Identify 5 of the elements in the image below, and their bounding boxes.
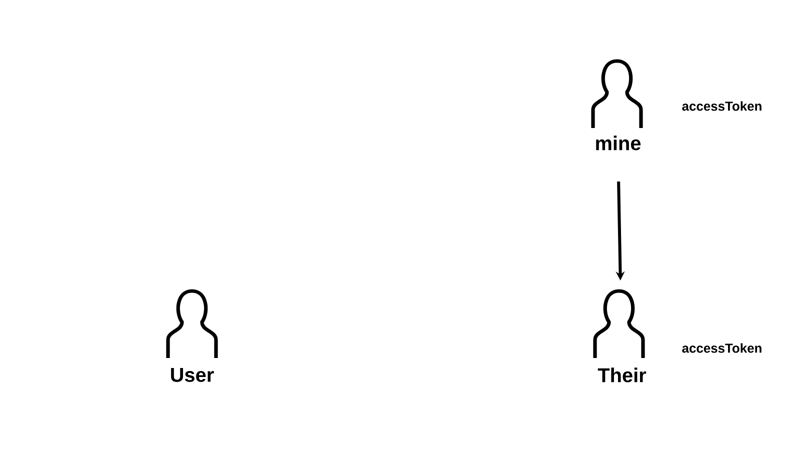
node-label: Their: [598, 368, 646, 382]
node-label: User: [171, 368, 214, 382]
node-label: mine: [596, 136, 641, 150]
token-label: accessToken: [682, 343, 762, 353]
token-label: accessToken: [682, 101, 762, 111]
